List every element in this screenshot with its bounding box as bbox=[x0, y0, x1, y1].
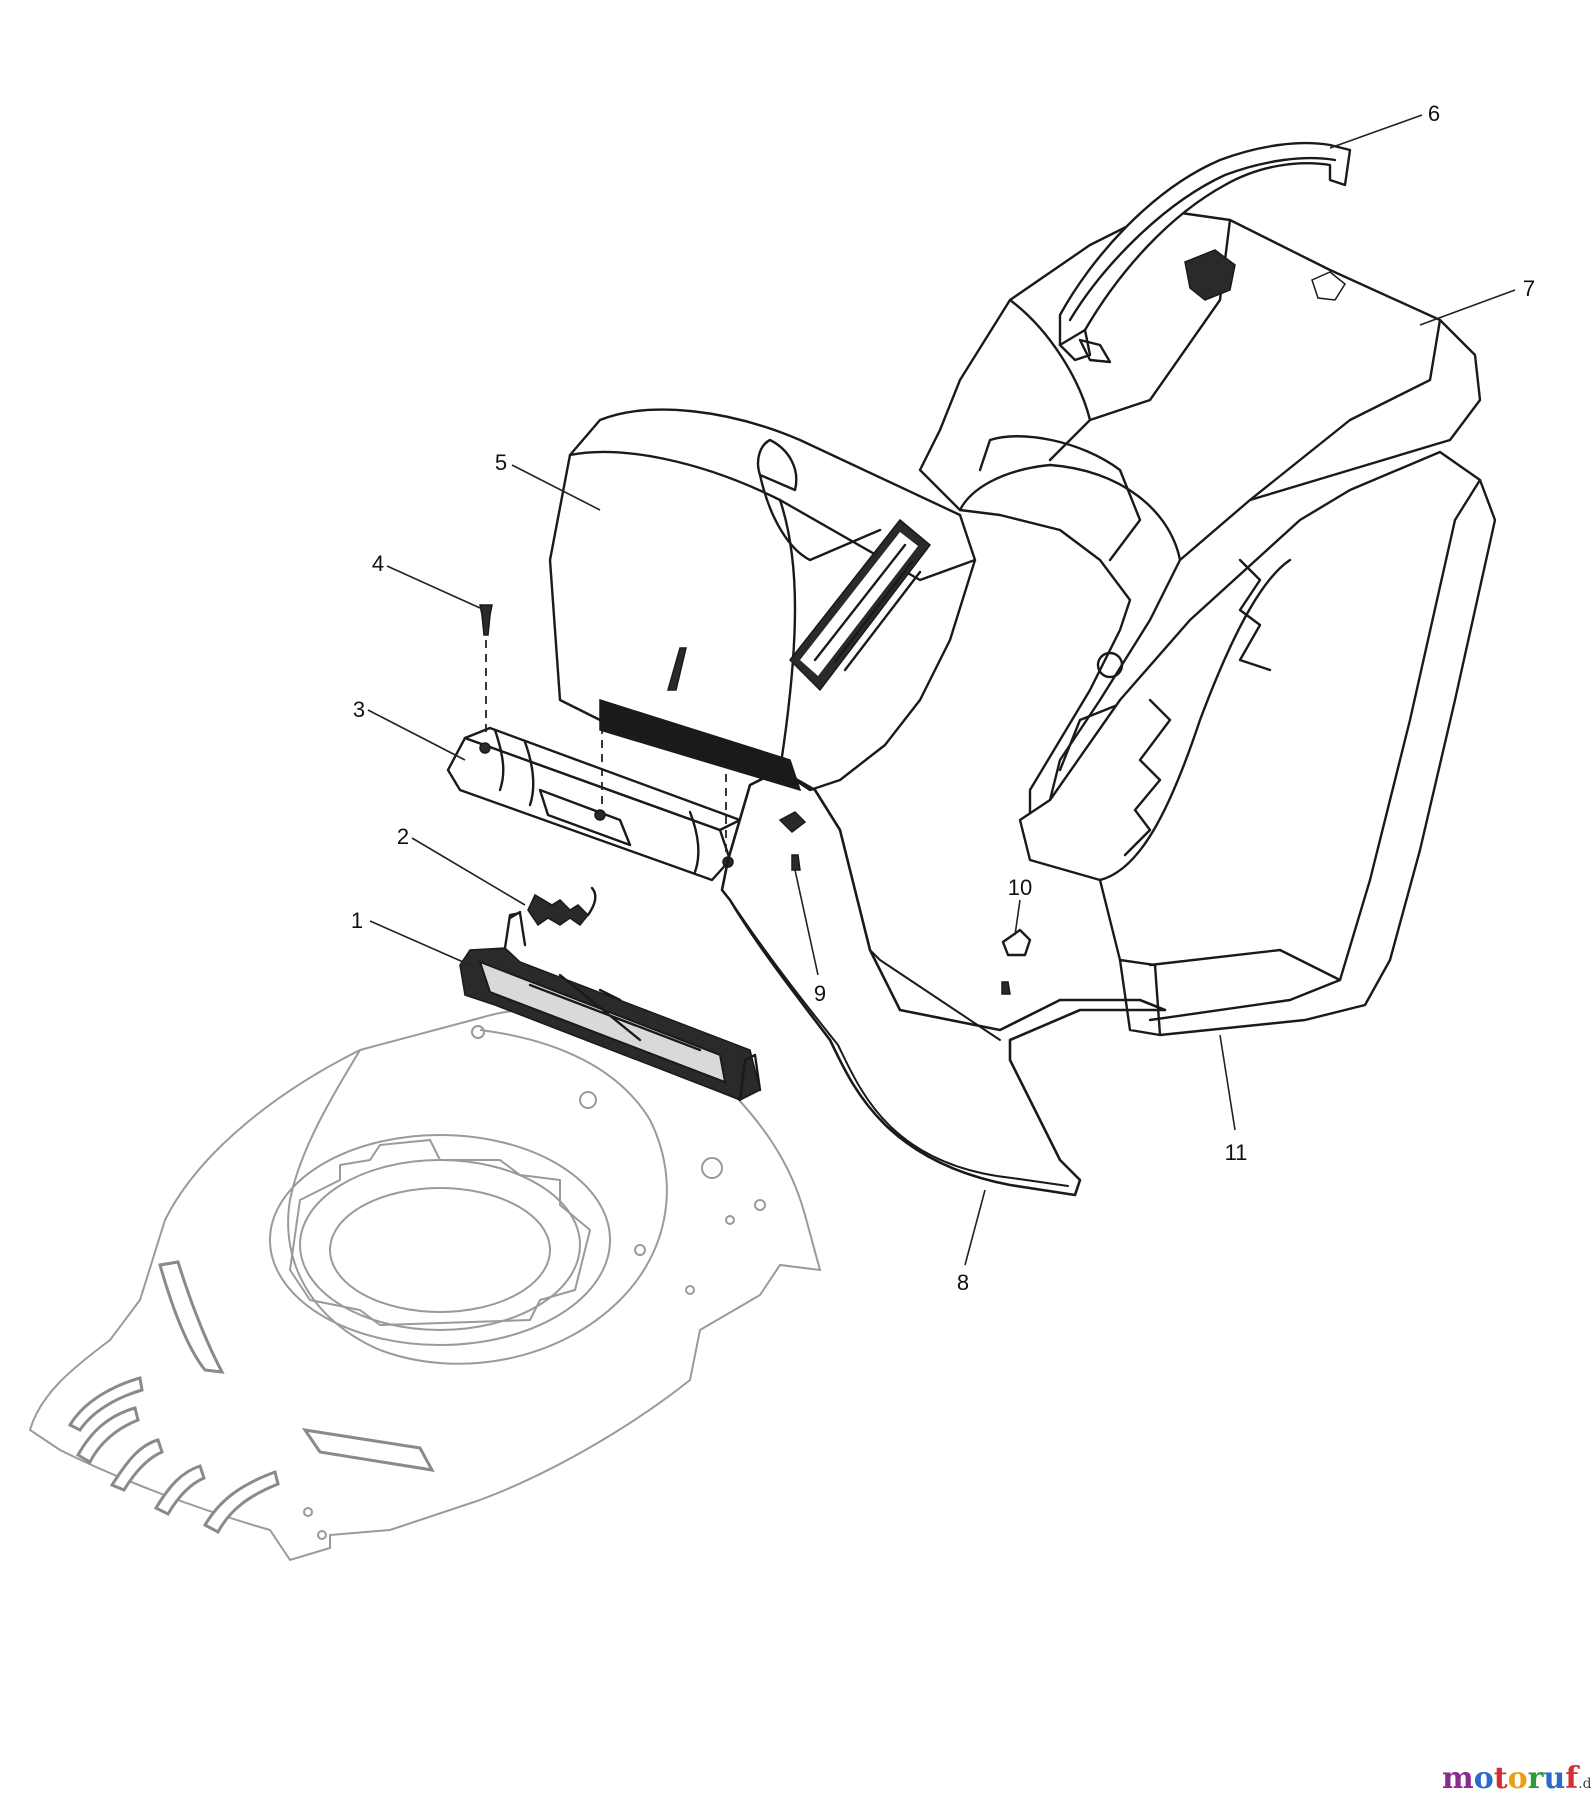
part-7-upper-housing bbox=[918, 208, 1482, 822]
part-6-handle bbox=[1058, 141, 1352, 362]
wm-letter-o1: o bbox=[1474, 1761, 1494, 1796]
callout-7: 7 bbox=[1523, 276, 1535, 301]
svg-text:motoruf.de: motoruf.de bbox=[1442, 1761, 1592, 1796]
part-2-spring bbox=[508, 886, 597, 927]
leader-lines bbox=[367, 114, 1516, 1266]
callout-5: 5 bbox=[495, 450, 507, 475]
wm-letter-f: f bbox=[1565, 1761, 1580, 1796]
callout-2: 2 bbox=[397, 824, 409, 849]
part-8-frame bbox=[720, 768, 1167, 1197]
part-11-grass-bag bbox=[1018, 450, 1497, 1037]
callout-numbers: 1 2 3 4 5 6 7 8 9 10 11 bbox=[351, 101, 1535, 1295]
part-9-clip bbox=[778, 811, 807, 871]
part-10-clip bbox=[1001, 928, 1032, 995]
wm-letter-o2: o bbox=[1508, 1761, 1528, 1796]
callout-3: 3 bbox=[353, 697, 365, 722]
part-1-hinge-base bbox=[459, 911, 762, 1102]
callout-6: 6 bbox=[1428, 101, 1440, 126]
wm-letter-r: r bbox=[1528, 1761, 1545, 1796]
part-5-lid bbox=[548, 408, 977, 792]
wm-letter-u: u bbox=[1543, 1761, 1565, 1796]
callout-9: 9 bbox=[814, 981, 826, 1006]
part-3-flap bbox=[446, 726, 742, 882]
mower-deck bbox=[28, 1007, 822, 1562]
callout-4: 4 bbox=[372, 551, 384, 576]
callout-8: 8 bbox=[957, 1270, 969, 1295]
motoruf-watermark: motoruf.de bbox=[1442, 1761, 1592, 1796]
wm-suffix: .de bbox=[1578, 1776, 1592, 1792]
callout-11: 11 bbox=[1225, 1140, 1248, 1165]
callout-1: 1 bbox=[351, 908, 363, 933]
wm-letter-t: t bbox=[1494, 1761, 1508, 1796]
callout-10: 10 bbox=[1008, 875, 1032, 900]
wm-letter-m: m bbox=[1442, 1761, 1474, 1796]
